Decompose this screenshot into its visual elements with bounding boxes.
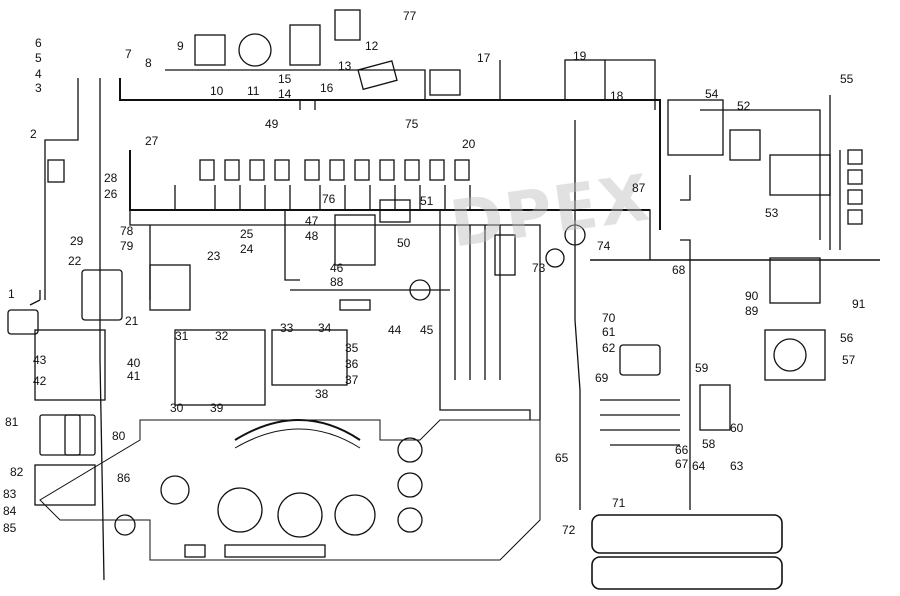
callout-46: 46: [330, 261, 344, 275]
callout-72: 72: [562, 523, 576, 537]
callout-34: 34: [318, 321, 332, 335]
callout-30: 30: [170, 401, 184, 415]
callout-65: 65: [555, 451, 569, 465]
callout-58: 58: [702, 437, 716, 451]
callout-77: 77: [403, 9, 417, 23]
callout-8: 8: [145, 56, 152, 70]
callout-68: 68: [672, 263, 686, 277]
callout-32: 32: [215, 329, 229, 343]
callout-80: 80: [112, 429, 126, 443]
callout-73: 73: [532, 261, 546, 275]
callout-84: 84: [3, 504, 17, 518]
callout-28: 28: [104, 171, 118, 185]
callout-91: 91: [852, 297, 866, 311]
callout-35: 35: [345, 341, 359, 355]
callout-71: 71: [612, 496, 626, 510]
callout-42: 42: [33, 374, 47, 388]
callout-78: 78: [120, 224, 134, 238]
callout-70: 70: [602, 311, 616, 325]
callout-33: 33: [280, 321, 294, 335]
callout-43: 43: [33, 353, 47, 367]
callout-67: 67: [675, 457, 689, 471]
callout-27: 27: [145, 134, 159, 148]
callout-20: 20: [462, 137, 476, 151]
callout-23: 23: [207, 249, 221, 263]
callout-50: 50: [397, 236, 411, 250]
callout-74: 74: [597, 239, 611, 253]
callout-66: 66: [675, 443, 689, 457]
callout-53: 53: [765, 206, 779, 220]
callout-31: 31: [175, 329, 189, 343]
callout-83: 83: [3, 487, 17, 501]
callout-41: 41: [127, 369, 141, 383]
callout-48: 48: [305, 229, 319, 243]
callout-26: 26: [104, 187, 118, 201]
callout-47: 47: [305, 214, 319, 228]
callout-5: 5: [35, 51, 42, 65]
callout-81: 81: [5, 415, 19, 429]
callout-49: 49: [265, 117, 279, 131]
callout-79: 79: [120, 239, 134, 253]
callout-39: 39: [210, 401, 224, 415]
callout-9: 9: [177, 39, 184, 53]
callout-6: 6: [35, 36, 42, 50]
callout-29: 29: [70, 234, 84, 248]
callout-19: 19: [573, 49, 587, 63]
callout-88: 88: [330, 275, 344, 289]
callout-37: 37: [345, 373, 359, 387]
callout-15: 15: [278, 72, 292, 86]
callout-86: 86: [117, 471, 131, 485]
callout-25: 25: [240, 227, 254, 241]
callout-1: 1: [8, 287, 15, 301]
callout-60: 60: [730, 421, 744, 435]
callout-52: 52: [737, 99, 751, 113]
callout-24: 24: [240, 242, 254, 256]
callout-18: 18: [610, 89, 624, 103]
callout-2: 2: [30, 127, 37, 141]
callout-59: 59: [695, 361, 709, 375]
callout-38: 38: [315, 387, 329, 401]
callout-40: 40: [127, 356, 141, 370]
callout-13: 13: [338, 59, 352, 73]
callout-11: 11: [247, 84, 260, 98]
callout-10: 10: [210, 84, 224, 98]
callout-82: 82: [10, 465, 24, 479]
callout-36: 36: [345, 357, 359, 371]
callout-61: 61: [602, 325, 616, 339]
callout-69: 69: [595, 371, 609, 385]
callout-7: 7: [125, 47, 132, 61]
callout-21: 21: [125, 314, 139, 328]
callout-12: 12: [365, 39, 379, 53]
callout-17: 17: [477, 51, 491, 65]
callout-57: 57: [842, 353, 856, 367]
callout-3: 3: [35, 81, 42, 95]
callout-55: 55: [840, 72, 854, 86]
callout-62: 62: [602, 341, 616, 355]
callout-45: 45: [420, 323, 434, 337]
callout-56: 56: [840, 331, 854, 345]
callout-44: 44: [388, 323, 402, 337]
callout-54: 54: [705, 87, 719, 101]
callout-22: 22: [68, 254, 82, 268]
callout-76: 76: [322, 192, 336, 206]
callout-63: 63: [730, 459, 744, 473]
callout-64: 64: [692, 459, 706, 473]
callout-87: 87: [632, 181, 646, 195]
callout-89: 89: [745, 304, 759, 318]
callout-90: 90: [745, 289, 759, 303]
callout-51: 51: [420, 194, 434, 208]
callout-16: 16: [320, 81, 334, 95]
callout-75: 75: [405, 117, 419, 131]
callout-14: 14: [278, 87, 292, 101]
callout-4: 4: [35, 67, 42, 81]
callout-85: 85: [3, 521, 17, 535]
